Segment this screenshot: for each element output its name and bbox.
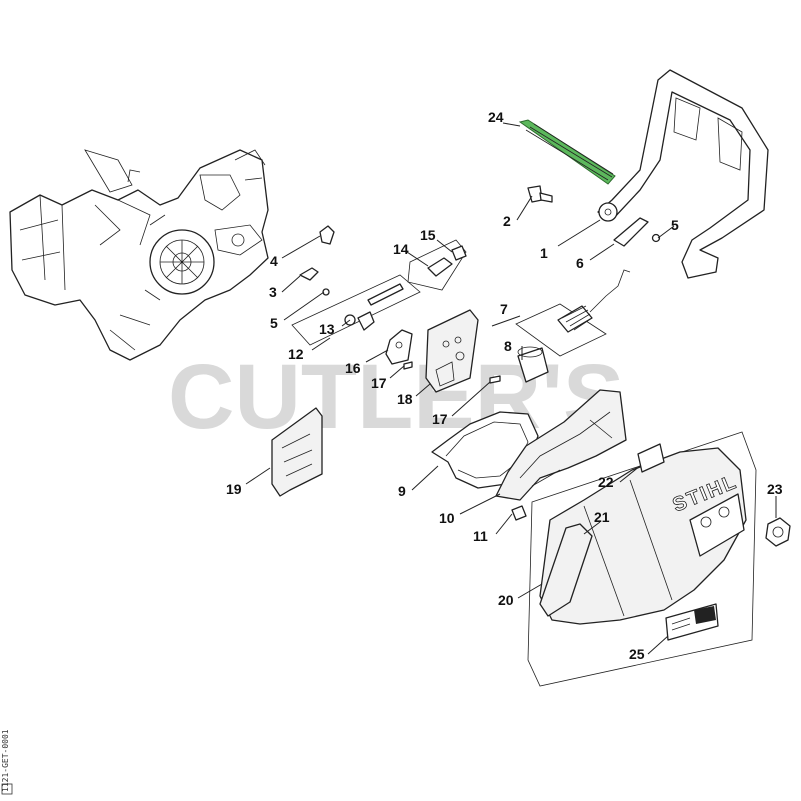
kit-outline-12 [291, 274, 421, 346]
shoulder-screw-part [527, 185, 553, 203]
side-plate-part [271, 407, 323, 497]
housing-screw-part [511, 505, 527, 521]
callout-5b: 5 [270, 315, 278, 331]
spring-clip-part [319, 225, 335, 245]
callout-20: 20 [498, 592, 514, 608]
clip-part [451, 245, 467, 261]
label-part [637, 443, 665, 473]
drawing-code: 1121-GET-0001 [1, 729, 10, 792]
callout-19: 19 [226, 481, 242, 497]
kit-outline-14 [407, 239, 467, 291]
callout-8: 8 [504, 338, 512, 354]
bracket-part [427, 257, 453, 277]
hand-guard-part [597, 69, 769, 279]
callout-12: 12 [288, 346, 304, 362]
kit-outline-7 [515, 303, 607, 357]
callout-3: 3 [269, 284, 277, 300]
warning-decal-part [665, 603, 719, 641]
chain-plate-part [425, 309, 479, 393]
callout-14: 14 [393, 241, 409, 257]
callout-13: 13 [319, 321, 335, 337]
nut-part [357, 311, 375, 331]
brake-housing-part [495, 389, 627, 501]
washer-part [322, 288, 330, 296]
callout-10: 10 [439, 510, 455, 526]
callout-24: 24 [488, 109, 504, 125]
callout-22: 22 [598, 474, 614, 490]
kit-outline-20 [527, 431, 757, 687]
callout-25: 25 [629, 646, 645, 662]
spring-hook [589, 269, 631, 313]
highlighted-part-24 [518, 119, 616, 185]
callout-18: 18 [397, 391, 413, 407]
threaded-stud-part [367, 283, 404, 306]
callout-15: 15 [420, 227, 436, 243]
callout-5a: 5 [671, 217, 679, 233]
spring-part [557, 305, 593, 333]
callout-7: 7 [500, 301, 508, 317]
cover-nut-part [765, 517, 791, 547]
callout-4: 4 [270, 253, 278, 269]
pin-part-b [489, 375, 501, 384]
lever-part [613, 217, 661, 247]
callout-16: 16 [345, 360, 361, 376]
drawing-code-box [1, 783, 13, 795]
leader-lines [245, 122, 777, 655]
callout-23: 23 [767, 481, 783, 497]
callout-21: 21 [594, 509, 610, 525]
engine-housing [9, 149, 269, 361]
pin-part-a [403, 361, 413, 370]
grip-part [539, 523, 593, 617]
callout-2: 2 [503, 213, 511, 229]
callout-1: 1 [540, 245, 548, 261]
sprocket-cover-part: STIHL [539, 447, 747, 625]
callout-11: 11 [473, 528, 488, 544]
callout-6: 6 [576, 255, 584, 271]
plate-part [385, 329, 413, 365]
callout-9: 9 [398, 483, 406, 499]
screw-part [299, 267, 319, 281]
callout-17b: 17 [432, 411, 448, 427]
callout-17a: 17 [371, 375, 387, 391]
